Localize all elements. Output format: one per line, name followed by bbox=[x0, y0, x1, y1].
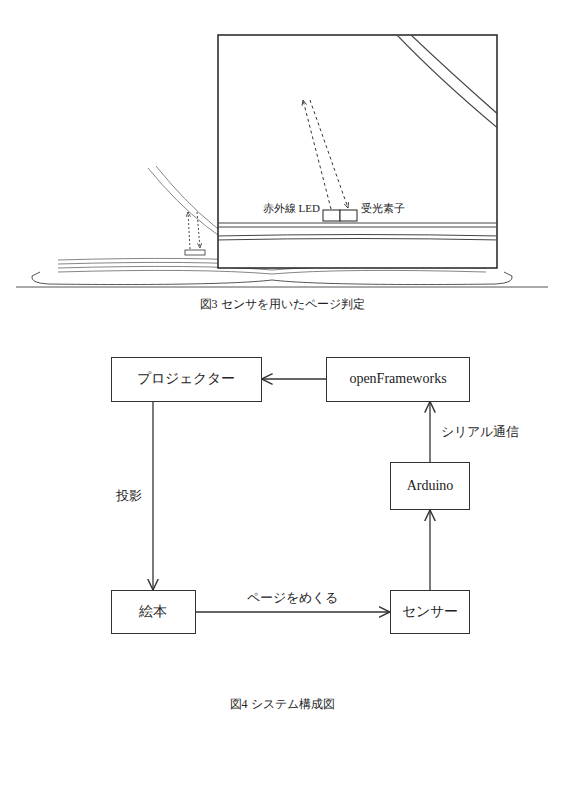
inset-detail bbox=[218, 35, 497, 240]
process-box: プロジェクター bbox=[111, 357, 262, 402]
flow-arrow bbox=[429, 510, 430, 590]
edge-label: シリアル通信 bbox=[440, 424, 520, 440]
box-label: openFrameworks bbox=[349, 371, 446, 388]
box-label: センサー bbox=[402, 604, 458, 621]
ground-line bbox=[16, 287, 548, 288]
part-label: 受光素子 bbox=[361, 202, 405, 215]
flow-arrow bbox=[152, 402, 153, 591]
ir-ray bbox=[303, 100, 331, 209]
book-cover bbox=[272, 272, 512, 285]
process-box: 絵本 bbox=[111, 590, 196, 634]
flow-arrow bbox=[196, 611, 391, 612]
flow-arrow bbox=[429, 402, 430, 463]
sensor-small bbox=[185, 250, 205, 255]
flow-arrow bbox=[262, 378, 327, 379]
ir-led bbox=[323, 210, 340, 221]
ir-ray bbox=[197, 212, 200, 248]
figure-caption: 図4 システム構成図 bbox=[230, 697, 335, 711]
process-box: Arduino bbox=[390, 462, 470, 510]
ir-ray bbox=[188, 212, 190, 249]
book-cover bbox=[32, 272, 272, 285]
figure-caption: 図3 センサを用いたページ判定 bbox=[200, 297, 365, 311]
edge-label: 投影 bbox=[115, 488, 143, 504]
ir-ray bbox=[310, 100, 348, 208]
inset-frame bbox=[218, 35, 497, 268]
edge-label: ページをめくる bbox=[246, 590, 339, 606]
process-box: センサー bbox=[390, 590, 470, 634]
part-label: 赤外線 LED bbox=[263, 202, 320, 215]
box-label: プロジェクター bbox=[137, 371, 235, 388]
photo-receiver bbox=[340, 210, 357, 221]
box-label: 絵本 bbox=[139, 604, 167, 621]
box-label: Arduino bbox=[407, 478, 454, 495]
process-box: openFrameworks bbox=[326, 357, 470, 402]
